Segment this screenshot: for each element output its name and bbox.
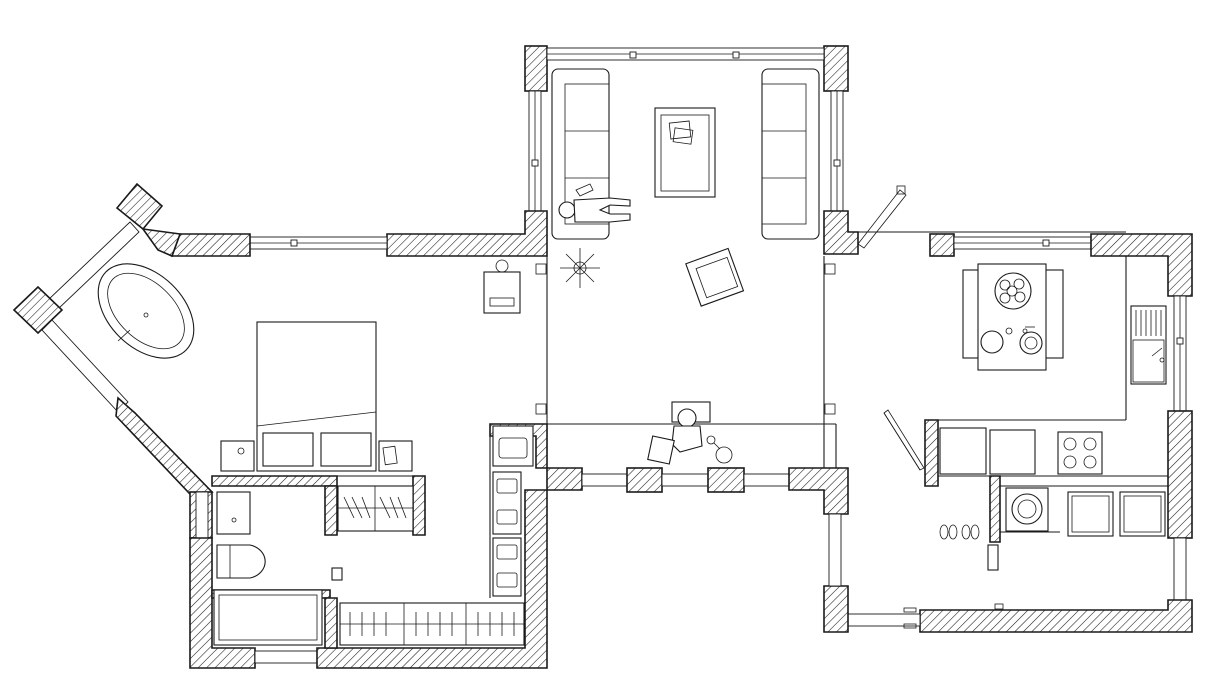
kitchen-sink — [1130, 305, 1167, 385]
sofa-right — [761, 68, 820, 240]
dining-table — [962, 263, 1064, 371]
coffee-table — [654, 107, 716, 198]
kitchen-counter — [883, 409, 1103, 475]
closet-rods — [331, 485, 525, 646]
bathtub — [97, 263, 195, 359]
double-bed — [220, 321, 413, 472]
person-lying — [558, 183, 631, 223]
exterior-walls — [12, 45, 1193, 669]
rug-snowflake — [560, 248, 600, 288]
storage-cabinets — [492, 425, 534, 597]
nightstand-chair — [483, 259, 521, 314]
sofa-left — [551, 68, 610, 240]
laundry-area — [939, 487, 1166, 571]
door-swings — [857, 185, 1004, 629]
shower-room-fixtures — [213, 491, 323, 646]
armchair — [685, 247, 745, 307]
desk-person — [647, 401, 733, 465]
